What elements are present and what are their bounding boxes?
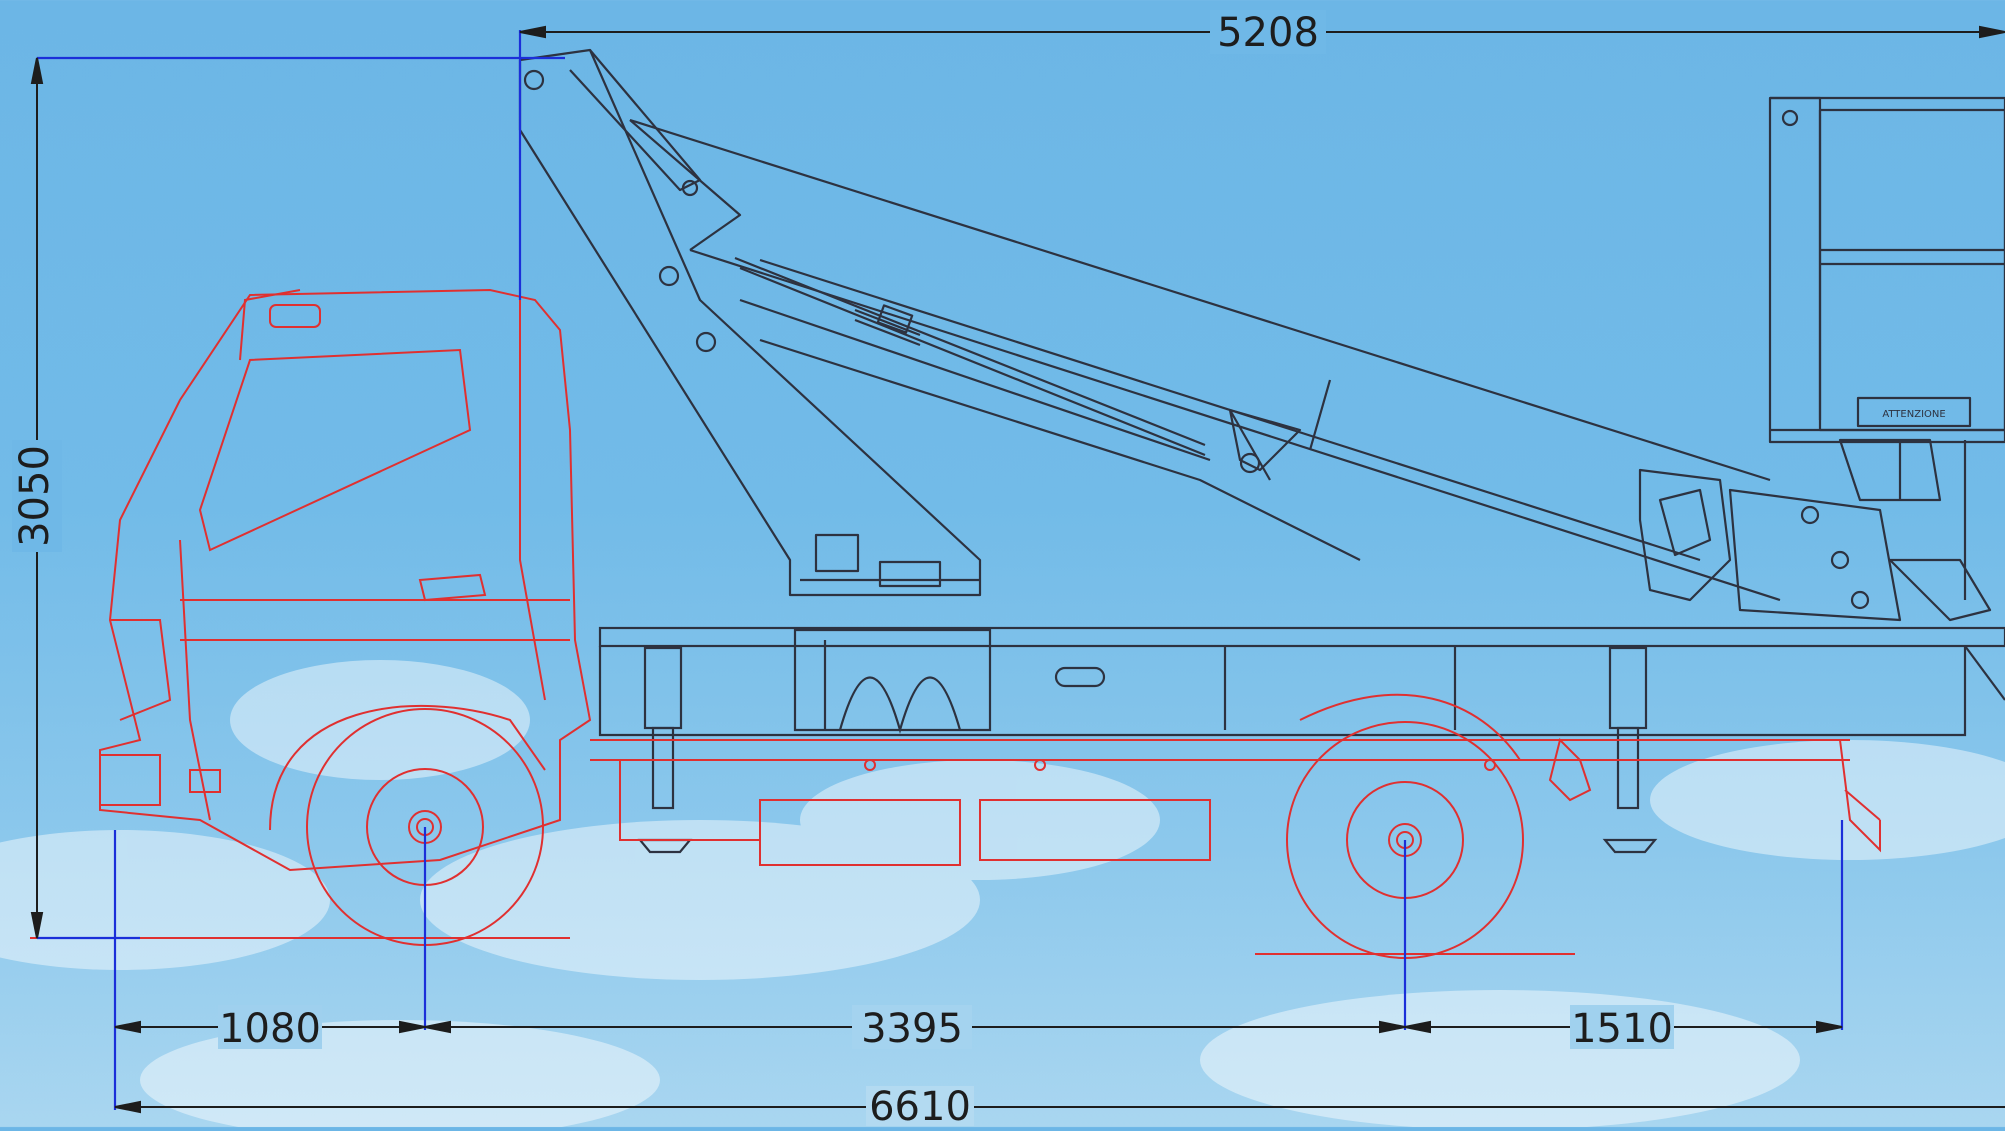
- dimension-lines: [30, 25, 2005, 1114]
- boom-link-arm: [569, 49, 702, 192]
- dim-rear-overhang: 1510: [1571, 1006, 1673, 1052]
- front-outrigger: [637, 646, 693, 854]
- rear-bumper-bracket: [1800, 739, 1881, 853]
- dim-overall-height: 3050: [12, 445, 58, 547]
- turret-hatch: [814, 533, 860, 573]
- basket-sign-text: ATTENZIONE: [1882, 409, 1945, 420]
- dim-wheelbase: 3395: [861, 1006, 963, 1052]
- boom-upper-edge: [629, 118, 1771, 482]
- aerial-boom: ATTENZIONE: [518, 48, 2005, 622]
- turret-base: [793, 628, 992, 732]
- basket-sign: [1856, 396, 1972, 428]
- truck-chassis: [30, 288, 1881, 959]
- rear-outrigger: [1602, 646, 1658, 854]
- flatbed: [598, 626, 2005, 854]
- door-handle: [418, 573, 487, 602]
- flatbed-deck: [598, 626, 2005, 648]
- dimension-labels: 5208 3050 1080 3395 1510 6610: [12, 10, 1673, 1130]
- fuel-tank: [979, 799, 1211, 861]
- clouds: [0, 660, 2005, 1131]
- guide-lines: [37, 30, 1844, 1110]
- boom-head: [1638, 468, 1732, 602]
- boom-mast: [518, 48, 982, 597]
- basket-support: [1838, 438, 1942, 502]
- flatbed-slot: [1054, 666, 1106, 688]
- cab-window: [198, 348, 472, 552]
- dim-boom-reach: 5208: [1217, 10, 1319, 56]
- hydraulic-cylinder: [734, 256, 1206, 457]
- dim-front-overhang: 1080: [219, 1006, 321, 1052]
- basket-frame: [1768, 96, 2005, 444]
- boom-lower-edge: [689, 248, 1781, 602]
- label-backgrounds: [12, 10, 1674, 1126]
- bumper: [99, 754, 161, 806]
- truck-cab: [99, 288, 592, 872]
- dim-overall-length: 6610: [869, 1084, 971, 1127]
- cab-vent: [269, 304, 321, 328]
